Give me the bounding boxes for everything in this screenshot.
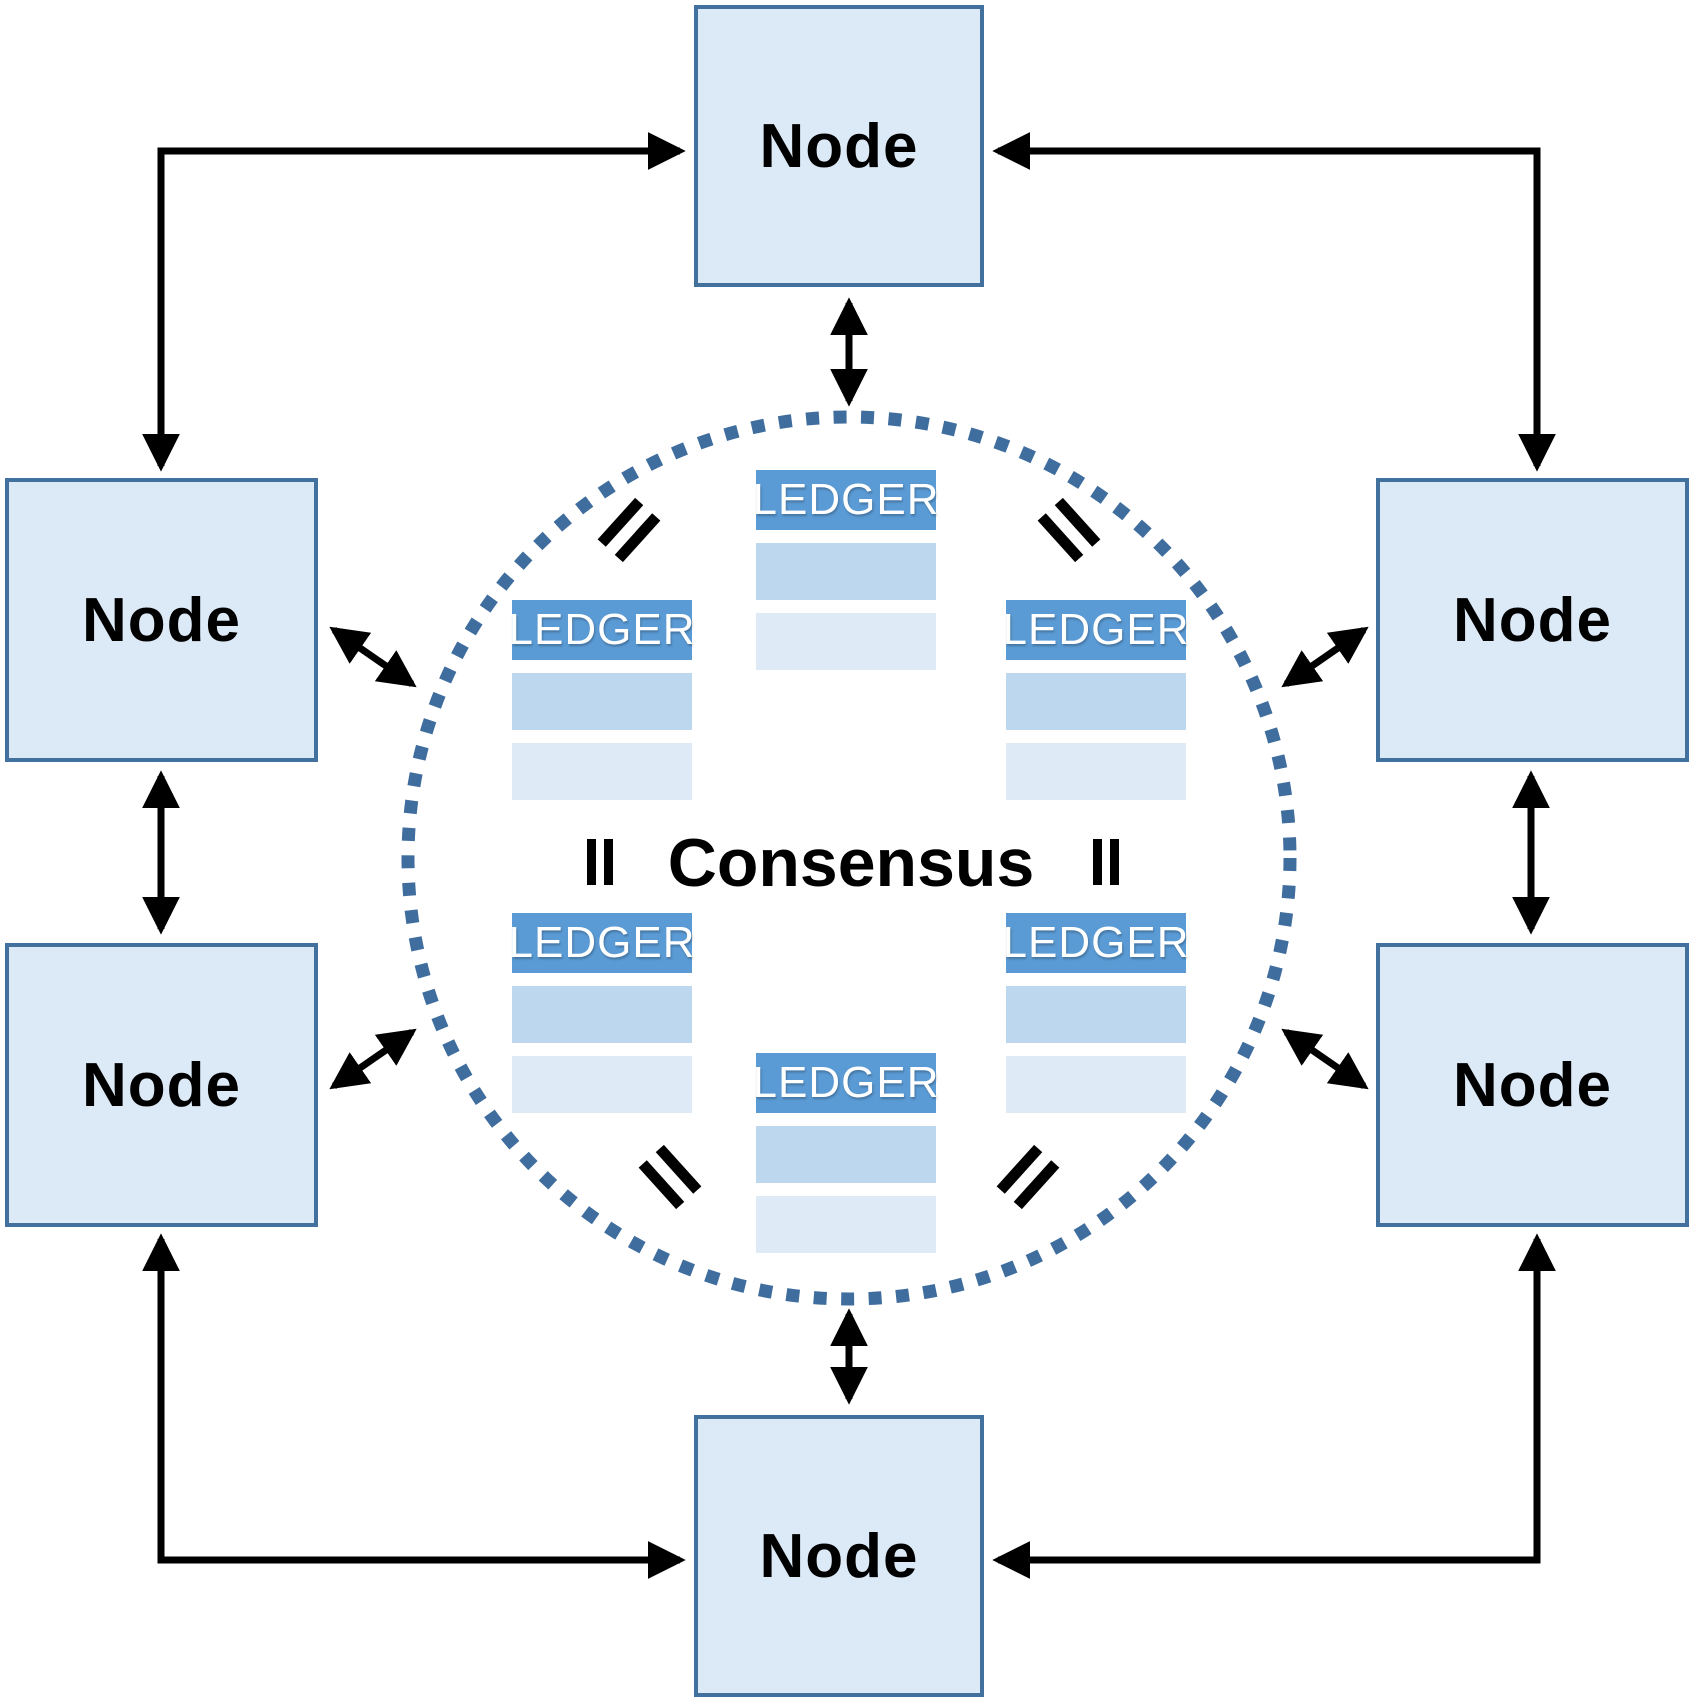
ledger-header: LEDGER — [1003, 913, 1188, 973]
equals-icon — [587, 839, 613, 885]
arrow-upperleft-node-circle — [329, 626, 417, 688]
node-label: Node — [82, 1050, 241, 1120]
ledger-header: LEDGER — [509, 913, 694, 973]
arrow-lowerright-node-circle — [1281, 1028, 1369, 1090]
node-label: Node — [759, 1521, 919, 1591]
ledger-row — [512, 1056, 692, 1113]
ledger-header: LEDGER — [753, 1053, 938, 1113]
arrow-lowerleft-to-bottom — [142, 1233, 686, 1579]
arrow-upperleft-to-top — [142, 132, 686, 472]
ledger-table-upper-left: LEDGER — [509, 600, 694, 800]
node-label: Node — [1453, 1050, 1612, 1120]
ledger-row — [1006, 986, 1186, 1043]
arrow-lowerleft-node-circle — [329, 1028, 417, 1090]
equals-bar — [604, 839, 613, 885]
ledger-table-upper-right: LEDGER — [1003, 600, 1188, 800]
ledger-table-top: LEDGER — [753, 470, 938, 670]
arrow-upperright-to-top — [992, 132, 1556, 472]
node-label: Node — [82, 585, 241, 655]
ledger-table-bottom: LEDGER — [753, 1053, 938, 1253]
equals-bar — [1110, 839, 1119, 885]
ledger-row — [756, 1196, 936, 1253]
consensus-dotted-circle — [401, 410, 1297, 1306]
node-box-lower-right: Node — [1376, 943, 1689, 1227]
ledger-row — [1006, 1056, 1186, 1113]
node-label: Node — [1453, 585, 1612, 655]
equals-bar — [587, 839, 596, 885]
node-box-upper-left: Node — [5, 478, 318, 762]
ledger-row — [756, 543, 936, 600]
node-box-bottom: Node — [694, 1415, 984, 1697]
node-box-upper-right: Node — [1376, 478, 1689, 762]
node-box-lower-left: Node — [5, 943, 318, 1227]
equals-icon — [1093, 839, 1119, 885]
ledger-row — [1006, 743, 1186, 800]
ledger-row — [512, 743, 692, 800]
ledger-row — [512, 986, 692, 1043]
equals-bar — [1093, 839, 1102, 885]
ledger-row — [512, 673, 692, 730]
consensus-title: Consensus — [667, 825, 1035, 901]
ledger-table-lower-left: LEDGER — [509, 913, 694, 1113]
node-label: Node — [759, 111, 919, 181]
ledger-header: LEDGER — [509, 600, 694, 660]
arrow-lowerright-to-bottom — [992, 1233, 1556, 1579]
ledger-header: LEDGER — [1003, 600, 1188, 660]
ledger-row — [1006, 673, 1186, 730]
ledger-table-lower-right: LEDGER — [1003, 913, 1188, 1113]
ledger-row — [756, 613, 936, 670]
node-box-top: Node — [694, 5, 984, 287]
ledger-header: LEDGER — [753, 470, 938, 530]
arrow-upperright-node-circle — [1281, 626, 1369, 688]
ledger-row — [756, 1126, 936, 1183]
